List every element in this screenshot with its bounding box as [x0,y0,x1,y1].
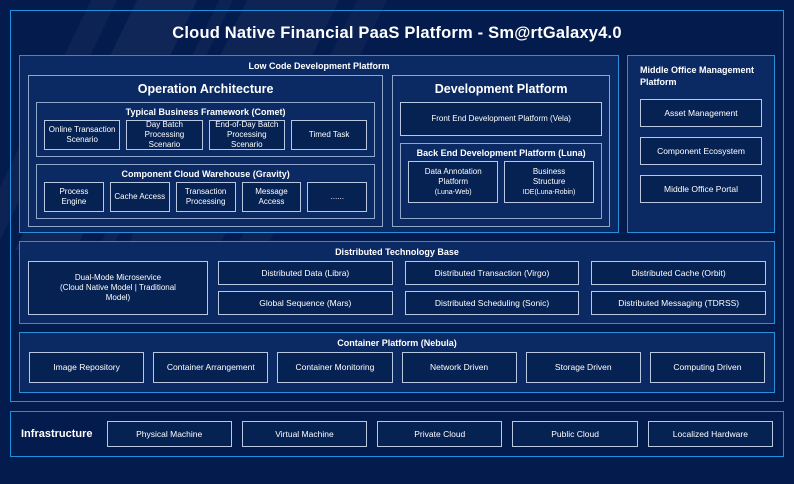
low-code-development-platform-panel: Low Code Development Platform Operation … [19,55,619,233]
chip-line-2: Structure [532,176,566,186]
chip-end-of-day-batch-processing-scenario[interactable]: End-of-Day Batch Processing Scenario [208,120,285,150]
distributed-technology-items: Distributed Data (Libra) Distributed Tra… [218,261,766,315]
component-cloud-warehouse-items: Process Engine Cache Access Transaction … [37,182,374,218]
typical-business-framework-title: Typical Business Framework (Comet) [125,107,286,117]
chip-business-structure-ide[interactable]: Business Structure IDE(Luna-Robin) [504,161,594,203]
chip-middle-office-portal[interactable]: Middle Office Portal [640,175,762,204]
chip-front-end-development-platform[interactable]: Front End Development Platform (Vela) [400,102,602,136]
chip-day-batch-processing-scenario[interactable]: Day Batch Processing Scenario [126,120,203,150]
chip-distributed-cache[interactable]: Distributed Cache (Orbit) [591,261,766,285]
chip-distributed-transaction[interactable]: Distributed Transaction (Virgo) [404,261,580,285]
chip-image-repository[interactable]: Image Repository [29,351,145,383]
chip-timed-task[interactable]: Timed Task [290,120,368,150]
chip-public-cloud[interactable]: Public Cloud [512,421,638,447]
chip-physical-machine[interactable]: Physical Machine [106,421,232,447]
typical-business-framework-items: Online Transaction Scenario Day Batch Pr… [37,120,374,156]
middle-office-management-platform-panel: Middle Office Management Platform Asset … [627,55,775,233]
chip-line-3: IDE(Luna-Robin) [522,188,576,196]
chip-line-2: Platform [438,176,469,186]
platform-frame: Cloud Native Financial PaaS Platform - S… [10,10,784,402]
chip-dual-mode-microservice[interactable]: Dual-Mode Microservice (Cloud Native Mod… [28,261,208,315]
chip-component-ecosystem[interactable]: Component Ecosystem [640,137,762,166]
middle-office-title: Middle Office Management Platform [640,65,755,88]
chip-storage-driven[interactable]: Storage Driven [525,351,641,383]
chip-global-sequence[interactable]: Global Sequence (Mars) [218,290,393,315]
component-cloud-warehouse-panel: Component Cloud Warehouse (Gravity) Proc… [36,164,376,219]
top-row: Low Code Development Platform Operation … [19,55,775,233]
chip-online-transaction-scenario[interactable]: Online Transaction Scenario [44,120,121,150]
infrastructure-label: Infrastructure [21,428,93,440]
back-end-development-platform-panel: Back End Development Platform (Luna) Dat… [400,143,602,219]
dual-mode-microservice-wrap: Dual-Mode Microservice (Cloud Native Mod… [28,261,208,315]
operation-architecture-title: Operation Architecture [137,82,274,96]
chip-container-arrangement[interactable]: Container Arrangement [153,351,269,383]
chip-more-ellipsis[interactable]: ...... [307,182,368,212]
distributed-technology-base-panel: Distributed Technology Base Dual-Mode Mi… [19,241,775,324]
chip-distributed-scheduling[interactable]: Distributed Scheduling (Sonic) [404,290,580,315]
back-end-development-platform-title: Back End Development Platform (Luna) [416,148,586,158]
chip-line-1: Data Annotation [424,166,482,176]
chip-computing-driven[interactable]: Computing Driven [649,351,766,383]
development-platform-title: Development Platform [434,82,568,96]
back-end-items: Data Annotation Platform (Luna-Web) Busi… [401,161,601,208]
chip-distributed-messaging[interactable]: Distributed Messaging (TDRSS) [591,290,766,315]
chip-message-access[interactable]: Message Access [241,182,302,212]
chip-line-1: Dual-Mode Microservice [74,272,162,282]
page-title: Cloud Native Financial PaaS Platform - S… [172,24,622,42]
chip-container-monitoring[interactable]: Container Monitoring [277,351,393,383]
typical-business-framework-panel: Typical Business Framework (Comet) Onlin… [36,102,376,157]
chip-distributed-data[interactable]: Distributed Data (Libra) [218,261,393,285]
container-platform-panel: Container Platform (Nebula) Image Reposi… [19,331,775,393]
infrastructure-panel: Infrastructure Physical Machine Virtual … [10,411,784,457]
chip-line-3: Model) [105,292,131,302]
chip-line-2: (Cloud Native Model | Traditional [60,282,176,292]
container-platform-title: Container Platform (Nebula) [337,337,457,348]
chip-private-cloud[interactable]: Private Cloud [377,421,503,447]
development-platform-panel: Development Platform Front End Developme… [392,75,610,227]
component-cloud-warehouse-title: Component Cloud Warehouse (Gravity) [121,169,290,179]
chip-line-1: Business [532,166,566,176]
container-platform-items: Image Repository Container Arrangement C… [20,351,774,392]
chip-asset-management[interactable]: Asset Management [640,99,762,128]
chip-network-driven[interactable]: Network Driven [401,351,517,383]
distributed-technology-base-title: Distributed Technology Base [335,247,459,257]
chip-process-engine[interactable]: Process Engine [44,182,104,212]
chip-transaction-processing[interactable]: Transaction Processing [175,182,236,212]
chip-cache-access[interactable]: Cache Access [109,182,170,212]
operation-architecture-panel: Operation Architecture Typical Business … [28,75,384,227]
chip-line-3: (Luna-Web) [434,188,472,196]
chip-localized-hardware[interactable]: Localized Hardware [647,421,774,447]
chip-virtual-machine[interactable]: Virtual Machine [241,421,368,447]
chip-data-annotation-platform[interactable]: Data Annotation Platform (Luna-Web) [408,161,499,203]
low-code-panel-title: Low Code Development Platform [248,61,390,71]
